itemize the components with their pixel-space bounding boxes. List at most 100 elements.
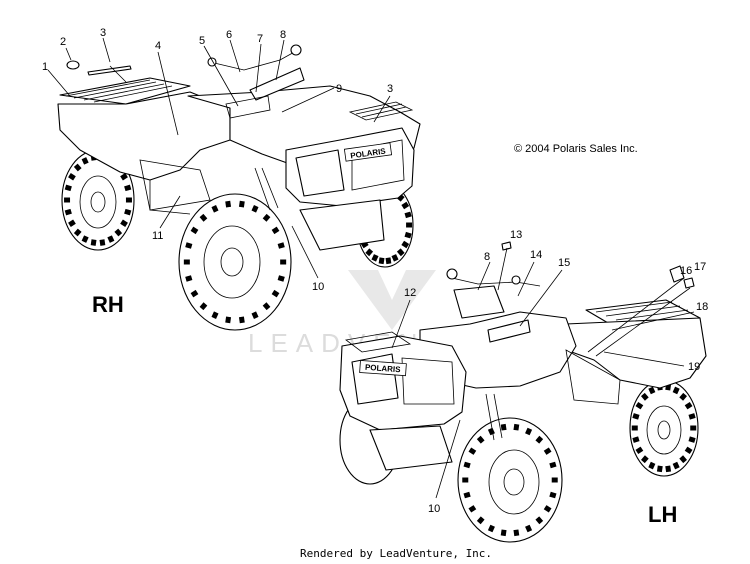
tread-knob [679, 455, 688, 464]
tread-knob [632, 413, 640, 420]
atv-right-side-view: POLARIS [57, 44, 421, 331]
copyright-notice: © 2004 Polaris Sales Inc. [514, 143, 638, 155]
tread-knob [476, 516, 485, 525]
view-label-rh: RH [92, 292, 124, 317]
tread-knob [64, 184, 72, 192]
tread-knob [371, 254, 379, 262]
tread-knob [277, 242, 285, 249]
tread-knob [211, 311, 219, 319]
tread-knob [468, 447, 477, 455]
tread-knob [391, 254, 399, 262]
tread-knob [73, 228, 82, 237]
tread-knob [401, 240, 410, 249]
tread-knob [114, 228, 123, 237]
tread-knob [525, 524, 533, 533]
callout: 1 [42, 61, 48, 73]
tread-knob [125, 197, 132, 203]
lh-front-tire [457, 417, 563, 543]
tread-knob [684, 401, 693, 410]
tread-knob [404, 231, 412, 239]
tread-knob [406, 222, 413, 228]
tread-knob [262, 302, 271, 311]
tread-knob [632, 436, 640, 443]
tread-knob [672, 461, 680, 470]
tread-knob [64, 208, 72, 216]
tread-knob [462, 477, 469, 483]
tread-knob [543, 447, 552, 455]
callout: 19 [688, 361, 700, 373]
tread-knob [690, 425, 697, 431]
tread-knob [396, 193, 405, 202]
callout: 16 [680, 265, 692, 277]
tread-knob [631, 425, 638, 431]
tread-knob [535, 516, 544, 525]
tread-knob [378, 257, 385, 265]
tread-knob [688, 413, 696, 420]
tread-knob [665, 465, 672, 473]
callout: 4 [155, 40, 161, 52]
tread-knob [679, 392, 688, 401]
tread-knob [543, 505, 552, 513]
tread-knob [225, 316, 232, 324]
tread-knob [396, 248, 405, 257]
callout: 10 [312, 281, 324, 293]
tread-knob [684, 446, 693, 455]
callout: 15 [558, 257, 570, 269]
tread-knob [124, 184, 132, 192]
tread-knob [271, 289, 280, 298]
tread-knob [463, 461, 471, 469]
tread-knob [487, 524, 495, 533]
callout: 10 [428, 503, 440, 515]
tread-knob [280, 259, 287, 265]
tread-knob [238, 200, 245, 208]
callout: 5 [199, 35, 205, 47]
tread-knob [225, 200, 232, 208]
tread-knob [500, 529, 507, 537]
callout: 9 [336, 83, 342, 95]
lh-leader-lines [391, 241, 695, 499]
tread-knob [549, 461, 557, 469]
tread-knob [64, 197, 71, 203]
tread-knob [199, 302, 208, 311]
tread-knob [513, 529, 520, 537]
tread-knob [640, 455, 649, 464]
tread-knob [468, 505, 477, 513]
tread-knob [404, 211, 412, 219]
tread-knob [185, 242, 193, 249]
tread-knob [199, 213, 208, 222]
tread-knob [251, 205, 259, 213]
tread-knob [635, 401, 644, 410]
tread-knob [73, 163, 82, 172]
tread-knob [120, 219, 128, 227]
tread-knob [124, 208, 132, 216]
tread-knob [185, 275, 193, 282]
tread-knob [476, 435, 485, 444]
tread-knob [525, 427, 533, 436]
tread-knob [688, 436, 696, 443]
lh-front-logo: POLARIS [365, 363, 402, 375]
tread-knob [68, 173, 76, 181]
tread-knob [251, 311, 259, 319]
tread-knob [672, 386, 680, 395]
lh-rear-tire [629, 379, 699, 477]
tread-knob [99, 239, 106, 246]
tread-knob [365, 248, 374, 257]
tread-knob [90, 239, 97, 246]
view-label-lh: LH [648, 502, 677, 527]
rh-leader-lines [47, 37, 391, 279]
tread-knob [535, 435, 544, 444]
lh-callouts: 13 8 14 15 12 16 17 18 19 10 [404, 229, 708, 515]
tread-knob [277, 275, 285, 282]
callout: 3 [387, 83, 393, 95]
rh-callouts: 1 2 3 4 5 6 7 8 9 3 11 10 [42, 27, 393, 293]
callout: 8 [280, 29, 286, 41]
tread-knob [551, 477, 558, 483]
callout: 6 [226, 29, 232, 41]
atv-left-side-view: POLARIS [339, 268, 707, 543]
tread-knob [513, 423, 520, 431]
rh-rear-tire [61, 149, 135, 251]
tread-knob [500, 423, 507, 431]
callout: 17 [694, 261, 706, 273]
callout: 18 [696, 301, 708, 313]
